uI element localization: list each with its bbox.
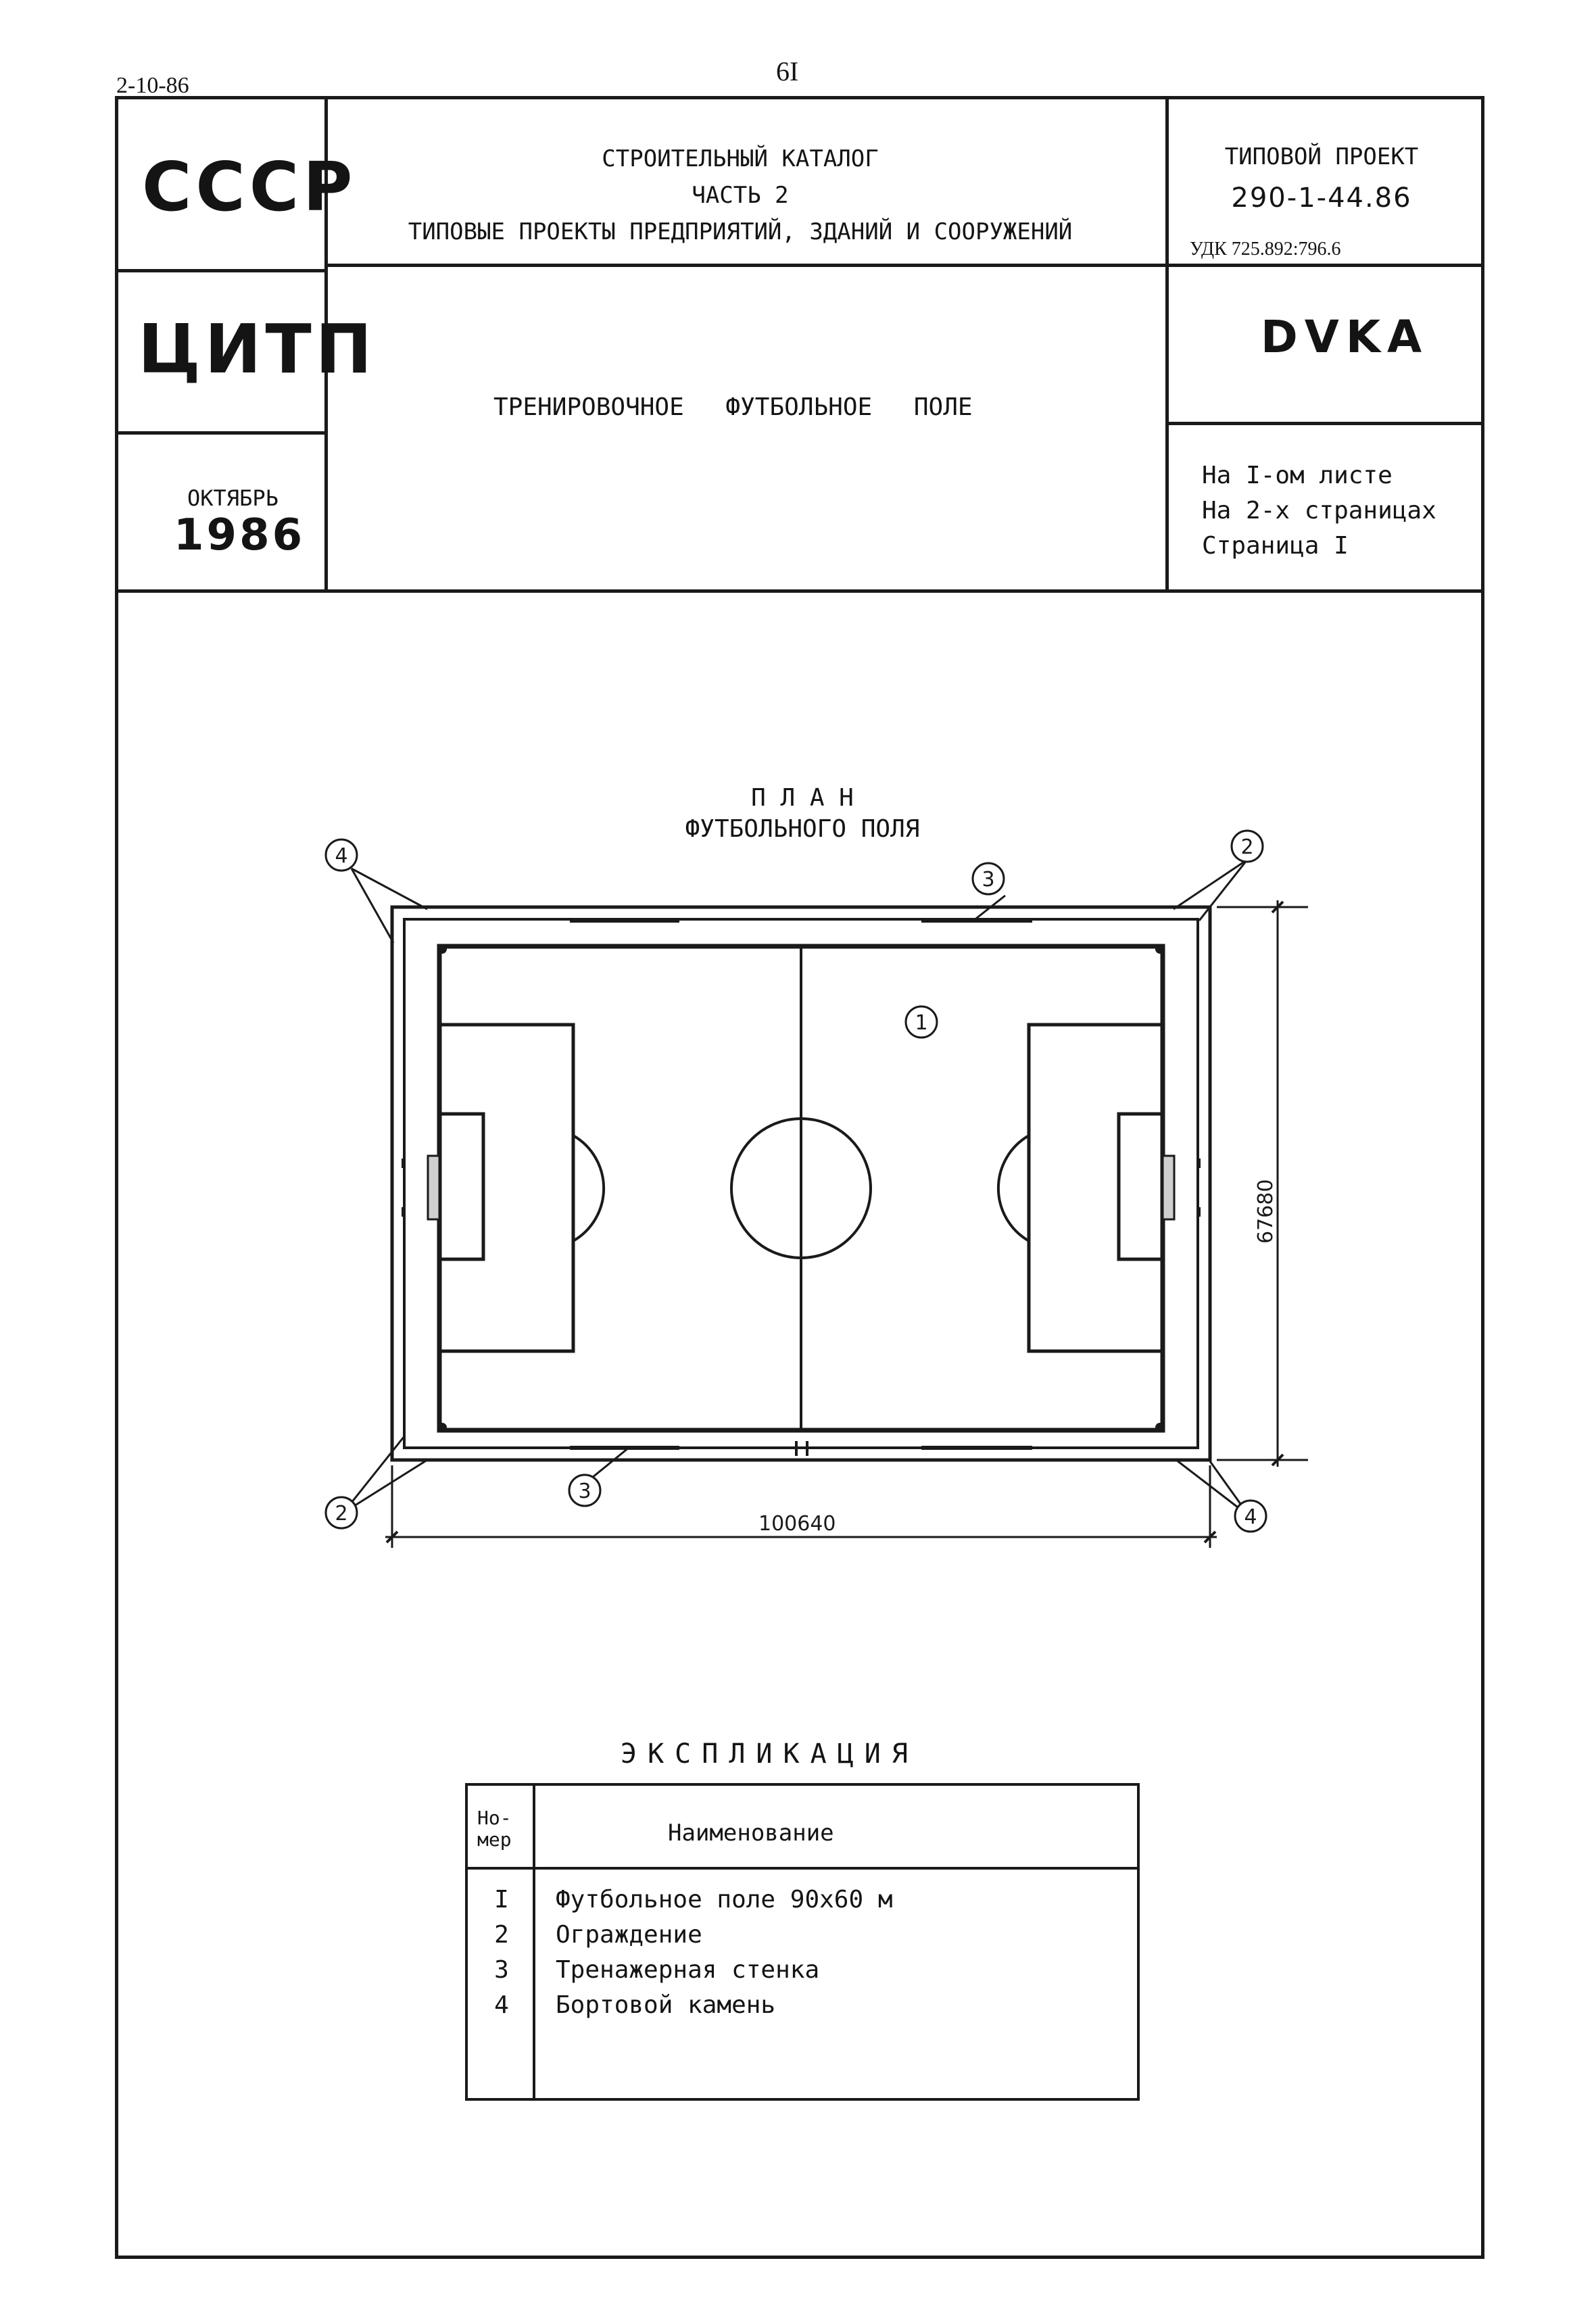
dimension-width-label: 67680	[1254, 1179, 1278, 1244]
header-bottom-line	[115, 589, 1484, 593]
sheet-info-line-2: На 2-х страницах	[1202, 497, 1436, 525]
left-goal	[427, 1154, 441, 1221]
header-line-left-2	[115, 431, 327, 435]
catalog-line-1: СТРОИТЕЛЬНЫЙ КАТАЛОГ	[602, 145, 879, 172]
sheet-info: На I-ом листе На 2-х страницах Страница …	[1202, 458, 1436, 564]
right-penalty-area	[1027, 1023, 1165, 1353]
sheet-info-line-1: На I-ом листе	[1202, 462, 1393, 489]
sheet-info-line-3: Страница I	[1202, 532, 1349, 560]
plan-title-line-2: ФУТБОЛЬНОГО ПОЛЯ	[685, 815, 920, 843]
fence-outer	[390, 905, 1212, 1462]
catalog-line-3: ТИПОВЫЕ ПРОЕКТЫ ПРЕДПРИЯТИЙ, ЗДАНИЙ И СО…	[408, 218, 1073, 245]
left-penalty-area	[437, 1023, 575, 1353]
table-column-divider	[533, 1786, 535, 2098]
table-header-divider	[468, 1867, 1137, 1870]
udk-code: УДК 725.892:796.6	[1190, 239, 1341, 260]
table-header-number-line-2: мер	[477, 1828, 512, 1851]
dimension-length-label: 100640	[758, 1512, 836, 1536]
right-goal-area	[1117, 1112, 1165, 1261]
header-line-right-2	[1165, 422, 1484, 425]
table-row-number: 4	[494, 1991, 509, 2019]
table-row-number: 2	[494, 1921, 509, 1949]
project-label: ТИПОВОЙ ПРОЕКТ	[1224, 143, 1419, 170]
curb-line	[403, 918, 1199, 1449]
org-ussr: СССР	[142, 147, 357, 226]
org-citp: ЦИТП	[138, 310, 377, 389]
table-row-number: I	[494, 1886, 509, 1914]
callout-circle-1	[904, 1005, 938, 1039]
center-circle	[730, 1117, 872, 1259]
right-goal	[1161, 1154, 1176, 1221]
callout-circle-2-top	[1230, 829, 1264, 863]
callout-1: 1	[915, 1011, 927, 1035]
header-line-left-1	[115, 269, 327, 272]
project-number: 290-1-44.86	[1231, 182, 1412, 214]
table-header-number-line-1: Но-	[477, 1807, 512, 1829]
table-row-name: Футбольное поле 90х60 м	[556, 1886, 893, 1914]
table-row-number: 3	[494, 1956, 509, 1984]
callout-circle-2-bottom	[324, 1496, 358, 1530]
table-header-number: Но- мер	[477, 1807, 512, 1851]
sheet-frame	[115, 96, 1484, 2259]
right-penalty-arc	[996, 1134, 1030, 1242]
page-number: 6I	[776, 56, 799, 87]
table-row-name: Тренажерная стенка	[556, 1956, 820, 1984]
document-code: DVKA	[1261, 311, 1429, 363]
callout-circle-4-bottom	[1234, 1499, 1267, 1533]
plan-title-line-1: П Л А Н	[751, 784, 854, 812]
catalog-heading: СТРОИТЕЛЬНЫЙ КАТАЛОГ ЧАСТЬ 2 ТИПОВЫЕ ПРО…	[324, 141, 1156, 250]
callout-2-top: 2	[1240, 835, 1253, 859]
callout-4-bottom: 4	[1244, 1505, 1257, 1529]
issue-year: 1986	[174, 510, 306, 560]
callout-circle-3-top	[971, 862, 1005, 896]
document-date: 2-10-86	[116, 73, 189, 98]
callout-circle-3-bottom	[568, 1473, 602, 1507]
issue-month: ОКТЯБРЬ	[187, 485, 279, 511]
header-line-right-1	[1165, 264, 1484, 267]
callout-4-top: 4	[335, 844, 347, 868]
explication-title: ЭКСПЛИКАЦИЯ	[621, 1738, 919, 1770]
document-title: ТРЕНИРОВОЧНОЕ ФУТБОЛЬНОЕ ПОЛЕ	[493, 393, 973, 421]
table-header-name: Наименование	[668, 1820, 834, 1847]
plan-title: П Л А Н ФУТБОЛЬНОГО ПОЛЯ	[600, 783, 1005, 845]
table-row-name: Бортовой камень	[556, 1991, 776, 2019]
left-goal-area	[437, 1112, 485, 1261]
explication-table: Но- мер Наименование I Футбольное поле 9…	[465, 1783, 1140, 2101]
catalog-line-2: ЧАСТЬ 2	[692, 182, 789, 209]
callout-3-top: 3	[982, 868, 994, 892]
left-penalty-arc	[573, 1134, 606, 1242]
callout-circle-4-top	[324, 838, 358, 872]
header-line-center	[324, 264, 1169, 267]
header-divider-left	[324, 96, 328, 593]
table-row-name: Ограждение	[556, 1921, 702, 1949]
callout-3-bottom: 3	[578, 1480, 591, 1503]
callout-2-bottom: 2	[335, 1502, 347, 1526]
header-divider-right	[1165, 96, 1169, 593]
